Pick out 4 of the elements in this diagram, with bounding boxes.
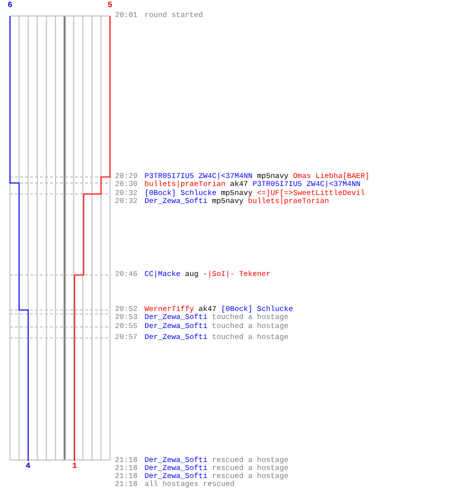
count-label: 5	[108, 2, 112, 10]
count-label: 4	[26, 463, 30, 471]
count-label: 1	[72, 463, 77, 471]
count-label: 6	[8, 2, 12, 10]
